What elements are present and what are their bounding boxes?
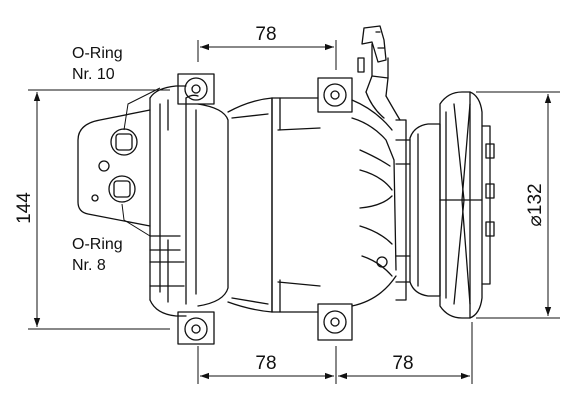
clutch-plate	[409, 123, 441, 297]
o-ring-nr8-title: O-Ring	[72, 236, 123, 253]
front-nose	[351, 117, 411, 301]
mounting-lugs	[177, 73, 353, 345]
o-ring-nr10-title: O-Ring	[72, 45, 123, 62]
clutch-connector	[357, 25, 401, 121]
cylinder-body	[271, 97, 397, 313]
dim-height-label: 144	[14, 192, 35, 224]
port-nr10	[110, 128, 138, 156]
dim-bottom-right-label: 78	[392, 353, 413, 374]
rear-housing	[149, 85, 187, 317]
dim-pulley-diameter-label: ⌀132	[525, 183, 546, 226]
pulley	[439, 91, 495, 319]
dimension-lines	[28, 40, 560, 384]
front-housing	[185, 94, 273, 313]
o-ring-nr10-leader	[123, 87, 161, 131]
dim-top-width-label: 78	[255, 24, 276, 45]
o-ring-nr8-number: Nr. 8	[72, 257, 106, 274]
dim-bottom-left-label: 78	[255, 353, 276, 374]
port-nr8	[108, 175, 136, 203]
annotations: O-Ring Nr. 10 O-Ring Nr. 8 78 78 78 144 …	[14, 24, 546, 374]
o-ring-nr8-leader	[121, 203, 151, 237]
o-ring-nr10-number: Nr. 10	[72, 66, 115, 83]
rear-manifold	[77, 109, 151, 227]
